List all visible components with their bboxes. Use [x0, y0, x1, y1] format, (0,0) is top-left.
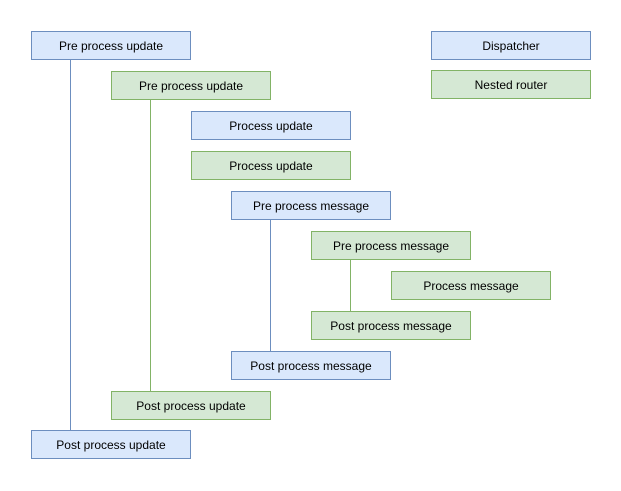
- node-post-process-message-router: Post process message: [311, 311, 471, 340]
- node-pre-process-update-router: Pre process update: [111, 71, 271, 100]
- node-process-update-router: Process update: [191, 151, 351, 180]
- node-legend-nested-router: Nested router: [431, 70, 591, 99]
- connector-update-router-line: [150, 100, 151, 391]
- node-pre-process-update-dispatcher: Pre process update: [31, 31, 191, 60]
- node-pre-process-message-router: Pre process message: [311, 231, 471, 260]
- node-legend-dispatcher: Dispatcher: [431, 31, 591, 60]
- node-post-process-update-dispatcher: Post process update: [31, 430, 191, 459]
- connector-message-router-line: [350, 260, 351, 311]
- connector-message-dispatcher-line: [270, 220, 271, 351]
- node-post-process-update-router: Post process update: [111, 391, 271, 420]
- node-post-process-message-dispatcher: Post process message: [231, 351, 391, 380]
- node-process-update-dispatcher: Process update: [191, 111, 351, 140]
- node-process-message-router: Process message: [391, 271, 551, 300]
- connector-update-dispatcher-line: [70, 60, 71, 430]
- node-pre-process-message-dispatcher: Pre process message: [231, 191, 391, 220]
